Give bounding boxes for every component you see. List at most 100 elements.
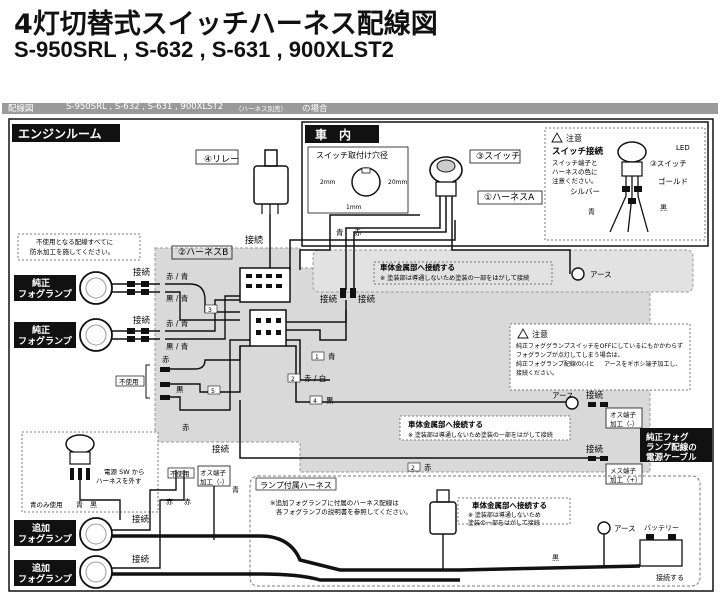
male-terminal2-2: 加工（-） [200, 477, 228, 486]
caution-fog-body-4: アースをギボシ端子加工し、 [604, 360, 681, 368]
caution-fog-body-3: 純正フォグランプ配線の(-)と [516, 360, 595, 368]
blue-only-use: 青のみ使用 [30, 500, 63, 509]
caution-fog-body-1: 純正フォググランプスイッチをOFFにしているにもかかわらず [516, 342, 683, 350]
added-fog-lamp-1-line1: 追加 [32, 522, 50, 534]
lower-connect: 接続 [212, 444, 230, 455]
ground3-title: 車体金属部へ接続する [472, 500, 547, 510]
battery-label: バッテリー [644, 524, 679, 532]
wire-3-tag: 3 [208, 307, 212, 314]
caution-fog-body-5: 接続ください。 [516, 369, 558, 377]
male-terminal-2: 加工（-） [610, 419, 638, 428]
caution-switch-heading: スイッチ接続 [552, 146, 604, 157]
ground2-body: ※ 塗装部は導通しないため塗装の一部をはがして接続 [408, 431, 553, 439]
cabin-connect-right: 接続 [358, 294, 376, 305]
relay-body [253, 165, 289, 205]
wire-1-blue: 青 [328, 351, 336, 361]
lamp-harness-note-1: ※追加フォグランプに付属のハーネス配線は [270, 498, 399, 507]
battery-connect-label: 接続する [656, 573, 684, 582]
lower-blue: 青 [232, 485, 239, 494]
oem-fog-lamp-2-line1: 純正 [32, 324, 50, 336]
waterproof-note-line1: 不使用となる配線すべてに [36, 237, 113, 246]
earth-label-3: アース [614, 524, 636, 533]
inset-blue: 青 [76, 500, 83, 509]
oem1-wire-red-blue: 赤 / 青 [166, 271, 189, 281]
unused-label-1: 不使用 [119, 377, 139, 386]
right-connect-2: 接続 [586, 444, 604, 455]
lamp-harness-zone [249, 475, 701, 587]
power-sw-1: 電源 SW から [104, 467, 145, 476]
cabin-connect-left: 接続 [320, 294, 338, 305]
caution-silver-label: シルバー [570, 187, 600, 196]
hole-diameter: 20mm [388, 179, 407, 186]
relay-connect-label: 接続 [245, 234, 263, 246]
added-fog-lamp-2-line2: フォグランプ [18, 573, 73, 585]
cabin-label: 車 内 [315, 127, 351, 142]
hole-thickness: 1mm [346, 204, 362, 211]
caution-switch-body-2: ハーネスの色に [552, 167, 598, 176]
caution-switch-title: 注意 [566, 133, 582, 143]
lower-red-1: 赤 [166, 498, 173, 506]
caution-black-label: 黒 [660, 204, 667, 212]
male-terminal2-1: オス端子 [200, 468, 227, 477]
added-fog-lamp-2: 追加 フォグランプ [14, 555, 113, 589]
wire-4-tag: 4 [313, 398, 317, 405]
hole-title: スイッチ取付け穴径 [316, 150, 388, 160]
waterproof-note-line2: 防水加工を施してください。 [30, 247, 114, 256]
wire-2-tag: 2 [291, 376, 295, 383]
added1-connect-label: 接続 [132, 514, 150, 525]
ground3-body-1: ※ 塗装部は導通しないため [468, 511, 541, 519]
wire-2-tag-lower: 2 [411, 465, 415, 472]
page-title: 4灯切替式スイッチハーネス配線図 [14, 9, 438, 40]
earth-label-1: アース [590, 270, 612, 279]
lamp-black: 黒 [552, 554, 559, 562]
wire-2-red-lower: 赤 [424, 463, 432, 472]
right-connect-1: 接続 [586, 390, 604, 401]
banner-label: 配線図 [8, 104, 34, 114]
oem-fog-lamp-2-line2: フォグランプ [18, 335, 73, 347]
cabin-wire-blue: 青 [336, 227, 344, 237]
banner-models: S-950SRL , S-632 , S-631 , 900XLST2 [66, 102, 224, 112]
page-subtitle: S-950SRL , S-632 , S-631 , 900XLST2 [14, 37, 394, 62]
ground1-title: 車体金属部へ接続する [380, 262, 455, 272]
caution-fog-box [509, 323, 691, 391]
lower-red-2: 赤 [184, 498, 191, 506]
caution-fog-body-2: フォグランプが点灯してしまう場合は、 [516, 351, 624, 359]
male-terminal-1: オス端子 [610, 410, 637, 419]
oem1-wire-black-blue: 黒 / 青 [166, 293, 189, 303]
ground-zone-1 [312, 249, 694, 293]
hole-width: 2mm [320, 179, 336, 186]
relay-bracket [264, 149, 278, 167]
wire-2-red-white: 赤 / 白 [304, 373, 326, 383]
oem-fog-lamp-2: 純正 フォグランプ [14, 318, 113, 352]
switch-harness-connector [249, 309, 287, 347]
fog-power-label-box [640, 428, 712, 462]
fog-power-1: 純正フォグ [646, 432, 689, 443]
oem-fog-lamp-1-line2: フォグランプ [18, 288, 73, 300]
oem-fog-lamp-1: 純正 フォグランプ [14, 271, 113, 305]
caution-switch-body-3: 注意ください。 [552, 176, 598, 185]
banner-suffix: の場合 [302, 104, 328, 114]
caution-gold-label: ゴールド [658, 176, 688, 186]
oem-fog-lamp-1-line1: 純正 [32, 277, 50, 289]
waterproof-note-box [17, 233, 141, 261]
engine-room-tab [12, 124, 120, 142]
oem2-connect-label: 接続 [133, 315, 151, 326]
wire-1-tag: 1 [315, 354, 319, 361]
caution-blue-label: 青 [588, 207, 595, 216]
added-fog-lamp-1-line2: フォグランプ [18, 533, 73, 545]
female-terminal-2: 加工（+） [610, 475, 641, 484]
cabin-tab [305, 125, 379, 143]
oem1-connect-label: 接続 [133, 267, 151, 278]
ground2-title: 車体金属部へ接続する [408, 419, 483, 429]
banner-suffix-small: （ハーネス別売） [235, 105, 287, 113]
fog-power-2: ランプ配線の [646, 442, 697, 453]
wire-5-tag: 5 [211, 388, 215, 395]
caution-fog-title: 注意 [532, 329, 548, 339]
unused-label-2: 不使用 [170, 469, 190, 478]
relay-label: ④リレー [204, 155, 239, 165]
diagram-banner: 配線図 S-950SRL , S-632 , S-631 , 900XLST2 … [2, 102, 718, 114]
power-sw-2: ハーネスを外す [96, 476, 142, 485]
harness-a-label: ①ハーネスA [484, 192, 535, 203]
fog-power-3: 電源ケーブル [646, 452, 697, 463]
